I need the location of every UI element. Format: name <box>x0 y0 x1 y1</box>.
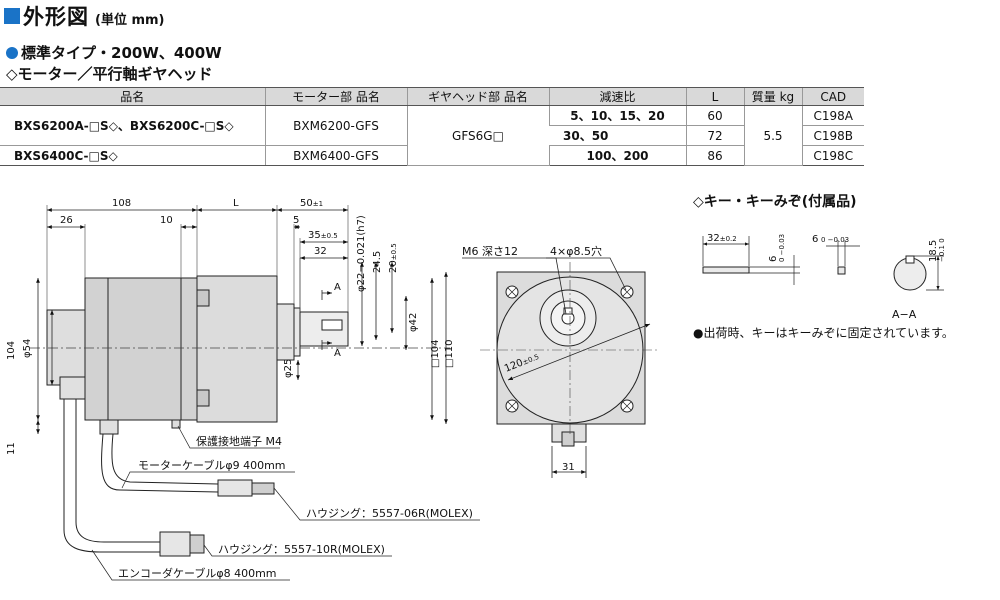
dim-104-side: 104 <box>6 341 17 360</box>
cell-motor1: BXM6200-GFS <box>264 105 407 146</box>
section-A-A-label: A−A <box>892 308 917 321</box>
cell-ratio3: 100、200 <box>548 145 686 166</box>
dim-108: 108 <box>112 198 131 209</box>
th-mass: 質量 kg <box>743 87 802 106</box>
key-section-title: ◇キー・キーみぞ(付属品) <box>693 193 857 210</box>
key-dim-18-5: 18.5 <box>928 240 939 262</box>
key-part <box>702 255 927 291</box>
dim-phi54: φ54 <box>22 339 33 358</box>
cell-gearhead: GFS6G□ <box>406 105 549 166</box>
cell-ratio2: 30、50 <box>549 125 686 146</box>
dim-L: L <box>233 198 239 209</box>
title-unit: (単位 mm) <box>95 12 165 28</box>
th-cad: CAD <box>801 87 864 106</box>
dim-10: 10 <box>160 215 173 226</box>
subtitle-standard-type: 標準タイプ・200W、400W <box>6 42 222 63</box>
spec-table: 品名 モーター部 品名 ギヤヘッド部 品名 減速比 L 質量 kg CAD BX… <box>0 87 864 166</box>
subtitle-standard-type-text: 標準タイプ・200W、400W <box>21 44 222 62</box>
dim-50: 50±1 <box>300 198 323 209</box>
key-note: ●出荷時、キーはキーみぞに固定されています。 <box>693 325 954 340</box>
cell-L3: 86 <box>685 145 744 166</box>
cell-product2: BXS6400C-□S◇ <box>0 145 265 166</box>
housing1-label: ハウジング：5557-06R(MOLEX) <box>306 506 473 520</box>
th-gearhead: ギヤヘッド部 品名 <box>406 87 549 106</box>
housing2-label: ハウジング：5557-10R(MOLEX) <box>218 542 385 556</box>
cell-cad2[interactable]: C198B <box>801 125 864 146</box>
dim-5: 5 <box>293 215 299 226</box>
title-square-icon <box>4 8 20 24</box>
cell-motor2: BXM6400-GFS <box>264 145 407 166</box>
th-product: 品名 <box>0 87 265 106</box>
key-dim-6a: 6 <box>768 256 779 262</box>
dim-24-5: 24.5 <box>372 251 383 273</box>
table-row: BXS6400C-□S◇ BXM6400-GFS 100、200 86 C198… <box>0 145 864 166</box>
table-row: BXS6200A-□S◇、BXS6200C-□S◇ BXM6200-GFS GF… <box>0 105 864 166</box>
key-dim-32: 32±0.2 <box>707 233 737 244</box>
section-label-A-top: A <box>334 282 341 293</box>
page-title: 外形図 (単位 mm) <box>4 4 165 29</box>
ground-terminal-label: 保護接地端子 M4 <box>196 434 282 448</box>
m6-depth-label: M6 深さ12 <box>462 245 518 258</box>
motor-cable <box>101 433 275 497</box>
dim-32: 32 <box>314 246 327 257</box>
dim-11: 11 <box>6 442 17 455</box>
cell-cad3[interactable]: C198C <box>801 145 864 166</box>
subtitle-motor-gearhead: ◇モーター／平行軸ギヤヘッド <box>6 65 213 83</box>
table-row: 30、50 72 C198B <box>0 125 864 146</box>
key-dim-6b-tol: 0 −0.03 <box>821 236 849 244</box>
th-L: L <box>685 87 744 106</box>
encoder-cable-label: エンコーダケーブルφ8 400mm <box>118 566 277 580</box>
title-text: 外形図 <box>23 5 89 29</box>
cell-L2: 72 <box>685 125 744 146</box>
key-dim-6a-tol: 0 −0.03 <box>778 234 786 262</box>
dim-31: 31 <box>562 462 575 473</box>
motor-cable-label: モーターケーブルφ9 400mm <box>138 458 286 472</box>
th-ratio: 減速比 <box>548 87 686 106</box>
key-dim-18-5-tol: −0.1 0 <box>938 238 946 262</box>
encoder-cable <box>63 399 205 557</box>
section-label-A-bottom: A <box>334 348 341 359</box>
cell-cad1[interactable]: C198A <box>801 105 864 126</box>
table-header-row: 品名 モーター部 品名 ギヤヘッド部 品名 減速比 L 質量 kg CAD <box>0 87 864 106</box>
dim-35: 35±0.5 <box>308 230 338 241</box>
bullet-dot-icon <box>6 46 18 59</box>
key-dim-6b: 6 <box>812 234 818 245</box>
cell-product1: BXS6200A-□S◇、BXS6200C-□S◇ <box>0 105 265 146</box>
dim-sq110: □110 <box>444 339 455 368</box>
dim-20: 20±0.5 <box>388 243 399 273</box>
holes-label: 4×φ8.5穴 <box>550 244 602 258</box>
dim-phi25: φ25 <box>283 359 294 378</box>
th-motor: モーター部 品名 <box>264 87 407 106</box>
cell-mass: 5.5 <box>743 105 802 166</box>
cell-ratio1: 5、10、15、20 <box>548 105 686 126</box>
dim-sq104: □104 <box>430 339 441 368</box>
dim-phi22: φ22−0.021(h7) <box>356 215 367 292</box>
cell-L1: 60 <box>685 105 744 126</box>
side-view <box>46 275 349 435</box>
dim-phi42: φ42 <box>408 313 419 332</box>
dim-26: 26 <box>60 215 73 226</box>
